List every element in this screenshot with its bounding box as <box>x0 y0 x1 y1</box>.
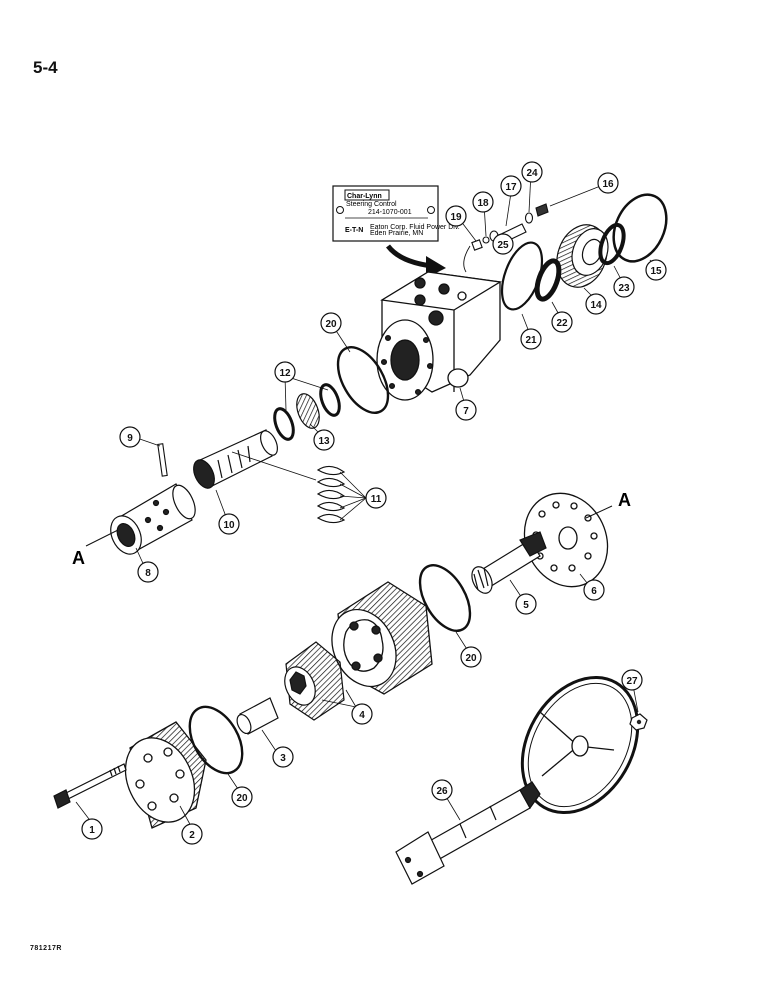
svg-text:20: 20 <box>236 793 248 804</box>
seal-23 <box>598 222 626 266</box>
centering-springs-11 <box>316 465 346 524</box>
callout-7: 7 <box>455 399 477 421</box>
svg-text:11: 11 <box>371 494 382 505</box>
nameplate-brand: Char-Lynn <box>347 193 382 200</box>
callout-1: 1 <box>81 818 103 840</box>
spacer-3 <box>236 697 279 735</box>
callout-22: 22 <box>551 311 573 333</box>
callout-9: 9 <box>119 426 141 448</box>
svg-text:26: 26 <box>436 786 448 797</box>
valve-housing <box>376 271 502 401</box>
callout-18: 18 <box>472 191 494 213</box>
callout-4: 4 <box>351 703 373 725</box>
figure-code: 781217R <box>30 945 62 952</box>
end-cap-2 <box>124 721 207 829</box>
svg-text:7: 7 <box>463 406 469 417</box>
svg-text:20: 20 <box>325 319 337 330</box>
callout-15: 15 <box>645 259 667 281</box>
section-label-a-right: A <box>618 490 631 510</box>
svg-text:27: 27 <box>626 676 638 687</box>
callout-16: 16 <box>597 172 619 194</box>
page-number: 5-4 <box>33 58 58 77</box>
gerotor-star <box>284 641 345 721</box>
callout-27: 27 <box>621 669 643 691</box>
svg-text:16: 16 <box>602 179 614 190</box>
svg-text:12: 12 <box>279 368 291 379</box>
callout-14: 14 <box>585 293 607 315</box>
thrust-bearing-13 <box>296 393 320 429</box>
callouts: 1 2 3 4 5 6 7 8 9 10 11 12 13 14 15 16 1… <box>81 161 667 845</box>
svg-text:17: 17 <box>505 182 517 193</box>
nameplate-brand-sub: Steering Control <box>346 201 397 208</box>
callout-21: 21 <box>520 328 542 350</box>
steering-wheel <box>520 675 640 815</box>
bearing-race-12a <box>319 383 341 417</box>
svg-text:6: 6 <box>591 586 597 597</box>
svg-text:24: 24 <box>526 168 538 179</box>
gerotor-set-4 <box>331 581 433 695</box>
svg-text:2: 2 <box>189 830 195 841</box>
callout-3: 3 <box>272 746 294 768</box>
nameplate-maker: E-T-N <box>345 227 363 234</box>
callout-10: 10 <box>218 513 240 535</box>
svg-text:18: 18 <box>477 198 489 209</box>
callout-17: 17 <box>500 175 522 197</box>
callout-8: 8 <box>137 561 159 583</box>
callout-26: 26 <box>431 779 453 801</box>
seal-22 <box>534 258 562 302</box>
spool-10 <box>193 429 278 489</box>
end-cap-14 <box>556 224 609 288</box>
nameplate-part-number: 214-1070-001 <box>368 209 412 216</box>
svg-text:19: 19 <box>450 212 462 223</box>
svg-text:3: 3 <box>280 753 286 764</box>
svg-text:15: 15 <box>650 266 662 277</box>
callout-20-upper: 20 <box>320 312 342 334</box>
nameplate-maker-line2: Eden Prairie, MN <box>370 230 423 237</box>
drive-shaft-5 <box>471 531 547 594</box>
callout-19: 19 <box>445 205 467 227</box>
callout-25: 25 <box>492 233 514 255</box>
sleeve-8 <box>110 483 196 555</box>
section-a-lower: A <box>72 529 119 568</box>
svg-text:13: 13 <box>318 436 330 447</box>
callout-12: 12 <box>274 361 296 383</box>
svg-text:25: 25 <box>497 240 509 251</box>
svg-text:23: 23 <box>618 283 630 294</box>
section-a-upper: A <box>585 490 631 519</box>
callout-20-middle: 20 <box>460 646 482 668</box>
callout-13: 13 <box>313 429 335 451</box>
bearing-race-12b <box>273 407 295 441</box>
nameplate-tag: Char-Lynn Steering Control 214-1070-001 … <box>332 185 460 242</box>
cap-screw-1 <box>53 763 127 809</box>
svg-text:14: 14 <box>590 300 602 311</box>
nameplate-arrow <box>386 244 433 269</box>
steering-column-26 <box>395 781 541 885</box>
callout-23: 23 <box>613 276 635 298</box>
callout-24: 24 <box>521 161 543 183</box>
svg-text:22: 22 <box>556 318 568 329</box>
svg-text:21: 21 <box>525 335 537 346</box>
svg-text:4: 4 <box>359 710 365 721</box>
svg-text:1: 1 <box>89 825 95 836</box>
svg-text:20: 20 <box>465 653 477 664</box>
callout-20-lower: 20 <box>231 786 253 808</box>
svg-text:9: 9 <box>127 433 133 444</box>
callout-2: 2 <box>181 823 203 845</box>
spacer-plate-6 <box>523 492 609 588</box>
o-ring-20-middle <box>418 564 472 632</box>
o-ring-20-upper <box>336 346 390 414</box>
ring-15 <box>612 193 668 263</box>
svg-text:8: 8 <box>145 568 151 579</box>
callout-6: 6 <box>583 579 605 601</box>
section-label-a-left: A <box>72 548 85 568</box>
svg-text:10: 10 <box>223 520 235 531</box>
callout-5: 5 <box>515 593 537 615</box>
pin-9 <box>157 443 168 477</box>
svg-text:5: 5 <box>523 600 529 611</box>
callout-11: 11 <box>365 487 387 509</box>
nameplate-maker-line1: Eaton Corp. Fluid Power Div. <box>370 224 460 231</box>
